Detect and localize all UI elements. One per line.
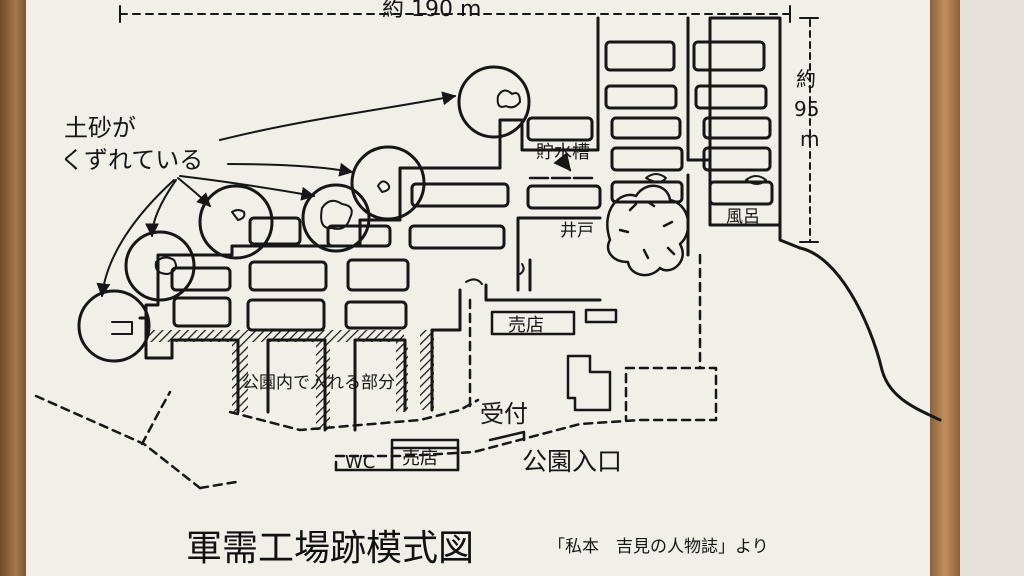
width-dimension-label: 約 190 m — [382, 0, 481, 22]
height-unit-label: m — [800, 127, 819, 151]
landslide-arrows — [96, 91, 457, 298]
lower-facilities — [334, 430, 526, 472]
landslide-label-line2: くずれている — [60, 146, 203, 174]
height-dimension — [799, 17, 819, 243]
frame-right — [930, 0, 960, 576]
diagram-labels: 約 190 m 約 95 m 土砂が くずれている 貯水槽 井戸 風呂 売店 公… — [60, 0, 819, 569]
reception-label: 受付 — [480, 400, 528, 428]
water-tank-label: 貯水槽 — [536, 142, 590, 163]
park-entrance-label: 公園入口 — [522, 447, 622, 476]
pillar-blocks — [170, 40, 774, 332]
hillside — [798, 246, 942, 422]
diagram-title: 軍需工場跡模式図 — [186, 528, 474, 569]
rubble-marks — [111, 89, 767, 335]
tree — [606, 184, 690, 277]
water-tank-symbol — [528, 152, 594, 180]
toilet-label: WC — [345, 452, 375, 473]
height-prefix-label: 約 — [796, 67, 816, 91]
upper-shop — [490, 308, 618, 336]
frame-left — [0, 0, 26, 576]
landslide-label-line1: 土砂が — [64, 114, 136, 142]
source-credit: 「私本 吉見の人物誌」より — [548, 537, 769, 557]
park-area-label: 公園内で入れる部分 — [242, 373, 395, 393]
width-dimension — [119, 5, 791, 23]
lower-shop-label: 売店 — [402, 448, 438, 469]
misc-symbols — [465, 263, 525, 285]
bath-label: 風呂 — [726, 207, 760, 227]
well-label: 井戸 — [560, 221, 594, 241]
landslide-circles — [77, 65, 531, 363]
height-number-label: 95 — [794, 97, 819, 121]
upper-shop-label: 売店 — [508, 315, 544, 336]
hatched-park-area — [146, 330, 434, 430]
entrance-building — [566, 354, 612, 412]
park-boundary — [34, 253, 718, 490]
